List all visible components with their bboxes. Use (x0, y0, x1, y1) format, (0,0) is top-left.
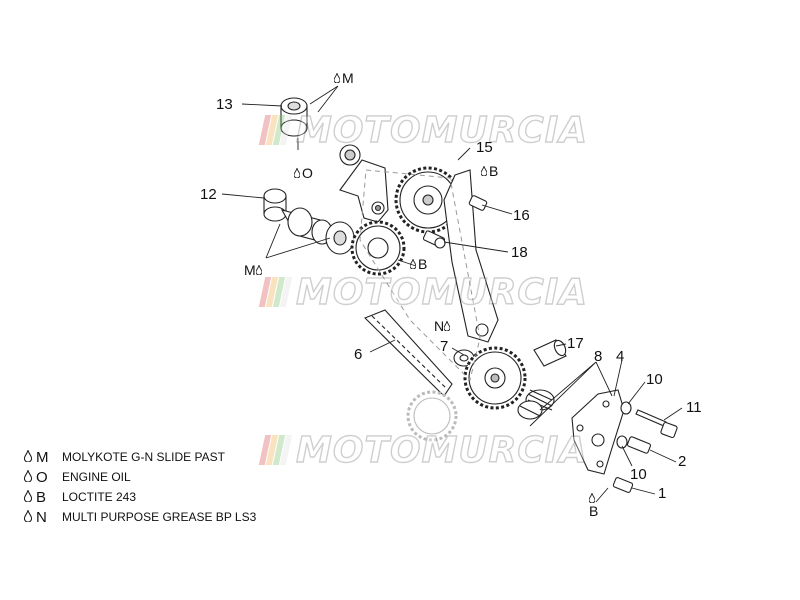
watermark-3: MOTOMURCIA (258, 429, 588, 471)
legend-code: N (36, 508, 47, 526)
callout-11: 11 (686, 399, 702, 416)
callout-12: 12 (200, 186, 217, 203)
watermark-stripes (258, 115, 293, 145)
drop-icon (480, 164, 489, 178)
callout-1: 1 (658, 485, 667, 502)
drop-icon (23, 509, 34, 524)
drop-icon (588, 491, 597, 505)
legend-description: ENGINE OIL (62, 470, 131, 484)
drop-icon (333, 71, 342, 85)
drop-icon (23, 469, 34, 484)
drop-icon (255, 263, 264, 277)
callout-4: 4 (616, 348, 625, 365)
note-b-bottom (588, 491, 597, 505)
note-m-top: M (333, 70, 354, 86)
part-17-bushing (533, 339, 567, 367)
note-code: M (244, 262, 256, 278)
note-b-16: B (480, 163, 499, 179)
callout-8: 8 (594, 348, 603, 365)
part-10-washers (616, 401, 632, 449)
part-ghost-gear (406, 390, 458, 442)
drop-icon (23, 449, 34, 464)
timing-chain (359, 169, 481, 381)
part-6-chain-guide (364, 309, 453, 397)
leader-lines (221, 85, 683, 503)
watermark-1: MOTOMURCIA (258, 109, 588, 151)
note-n-7: N (434, 319, 452, 333)
note-code: B (489, 163, 499, 179)
legend-row: N MULTI PURPOSE GREASE BP LS3 (23, 507, 324, 527)
callout-10-upper: 10 (646, 371, 663, 388)
callout-2: 2 (678, 453, 687, 470)
callout-7: 7 (440, 338, 449, 355)
callout-13: 13 (216, 96, 233, 113)
legend-row: M MOLYKOTE G-N SLIDE PAST (23, 447, 324, 467)
drop-icon (23, 489, 34, 504)
note-code: N (434, 318, 445, 334)
drop-icon (443, 319, 452, 333)
note-o-top: O (293, 165, 313, 181)
part-13-seal (280, 97, 361, 166)
callout-18: 18 (511, 244, 528, 261)
legend-code: O (36, 468, 48, 486)
drop-icon (409, 257, 418, 271)
part-1-bolt (612, 477, 634, 493)
note-code: B (418, 256, 428, 272)
part-4-cover-plate (571, 389, 625, 475)
legend-description: MULTI PURPOSE GREASE BP LS3 (62, 510, 257, 524)
callout-15: 15 (476, 139, 493, 156)
part-8-needle-bearings (517, 389, 555, 420)
part-2-bolt (626, 436, 652, 454)
watermark-stripes (258, 277, 293, 307)
part-chain-guide-right (443, 169, 499, 343)
part-18-bolt (422, 230, 446, 249)
note-code: M (342, 70, 354, 86)
watermark-text: MOTOMURCIA (295, 109, 589, 151)
watermark-text: MOTOMURCIA (295, 429, 589, 471)
lubricant-legend: M MOLYKOTE G-N SLIDE PAST O ENGINE OIL B… (23, 447, 324, 527)
legend-row: B LOCTITE 243 (23, 487, 324, 507)
part-chain-guide-upper (339, 159, 389, 223)
note-code: O (302, 165, 313, 181)
callout-6: 6 (354, 346, 363, 363)
callout-16: 16 (513, 207, 530, 224)
watermark-text: MOTOMURCIA (295, 271, 589, 313)
legend-row: O ENGINE OIL (23, 467, 324, 487)
note-m-left: M (244, 263, 264, 277)
legend-description: MOLYKOTE G-N SLIDE PAST (62, 450, 225, 464)
drop-icon (293, 166, 302, 180)
part-12-camshaft (263, 188, 355, 255)
part-11-bolt (635, 409, 678, 439)
watermark-2: MOTOMURCIA (258, 271, 588, 313)
note-b-bottom-code: B (589, 503, 599, 519)
legend-description: LOCTITE 243 (62, 490, 137, 504)
part-crank-gear (463, 346, 527, 410)
part-sprocket-lower (350, 220, 406, 276)
note-b-gear: B (409, 256, 428, 272)
callout-10-lower: 10 (630, 466, 647, 483)
legend-code: B (36, 488, 47, 506)
callout-17: 17 (567, 335, 584, 352)
legend-code: M (36, 448, 49, 466)
